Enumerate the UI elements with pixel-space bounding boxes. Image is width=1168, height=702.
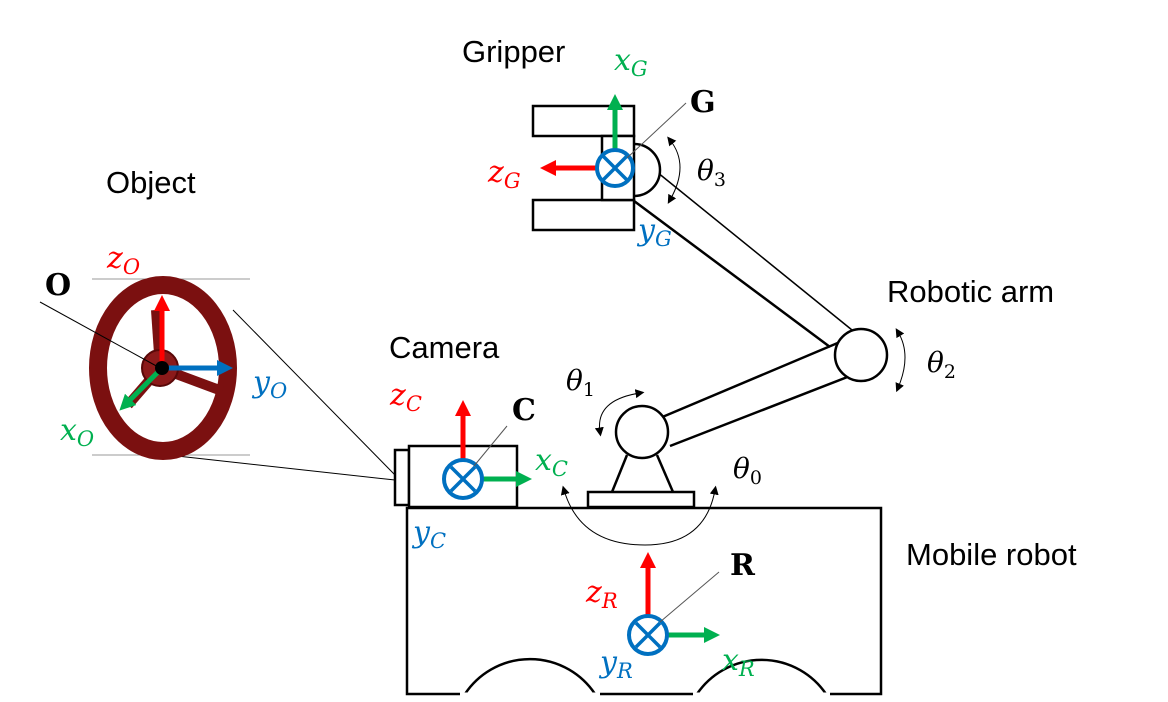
object-frame-axes — [119, 294, 234, 411]
axis-label-xO: xO — [60, 413, 94, 451]
arm-links — [614, 142, 889, 460]
angle-label-theta0: θ0 — [733, 452, 762, 489]
object-x-axis — [119, 366, 164, 411]
label-camera: Camera — [389, 330, 500, 365]
robot-frame-axes — [627, 551, 721, 656]
theta2-arc — [895, 328, 906, 393]
label-mobile-robot: Mobile robot — [906, 537, 1077, 572]
joint-2 — [833, 327, 889, 383]
theta0-arc — [560, 485, 719, 546]
axis-label-zR: zR — [585, 575, 618, 613]
frame-label-object: O — [45, 268, 71, 303]
rear-wheel — [463, 657, 597, 695]
object-origin — [155, 361, 169, 375]
gripper-finger-bottom — [531, 198, 636, 232]
robot-body — [405, 506, 883, 696]
angle-label-theta1: θ1 — [566, 364, 595, 401]
joint-1 — [614, 404, 670, 460]
axis-label-yC: yC — [411, 515, 446, 553]
axis-label-xR: xR — [722, 643, 755, 681]
mobile-robot — [405, 506, 883, 696]
axis-label-zG: zG — [487, 155, 521, 193]
theta1-arc — [594, 389, 645, 437]
axis-label-yO: yO — [251, 365, 287, 403]
axis-label-yR: yR — [598, 645, 633, 683]
angle-label-theta3: θ3 — [697, 154, 726, 191]
axis-label-xG: xG — [614, 43, 648, 81]
joint-3 — [633, 142, 662, 198]
arm-base — [586, 454, 696, 509]
angle-label-theta2: θ2 — [927, 346, 956, 383]
frame-label-robot: R — [730, 548, 756, 583]
frame-label-gripper: G — [690, 85, 716, 120]
label-object: Object — [106, 165, 196, 200]
axis-label-zC: zC — [389, 378, 422, 416]
axis-label-xC: xC — [535, 443, 568, 481]
gripper-finger-top — [531, 104, 636, 138]
axis-label-yG: yG — [636, 213, 672, 251]
axis-label-zO: zO — [106, 241, 140, 279]
camera-frame-axes — [442, 399, 533, 500]
label-gripper: Gripper — [462, 34, 565, 69]
joint-arcs — [560, 136, 906, 546]
front-wheel — [695, 658, 828, 695]
gripper-frame-axes — [539, 93, 687, 188]
camera-lens — [393, 448, 411, 507]
theta3-arc — [667, 136, 681, 204]
label-robotic-arm: Robotic arm — [887, 274, 1054, 309]
frame-label-camera: C — [512, 393, 536, 428]
base-plate — [586, 490, 696, 509]
